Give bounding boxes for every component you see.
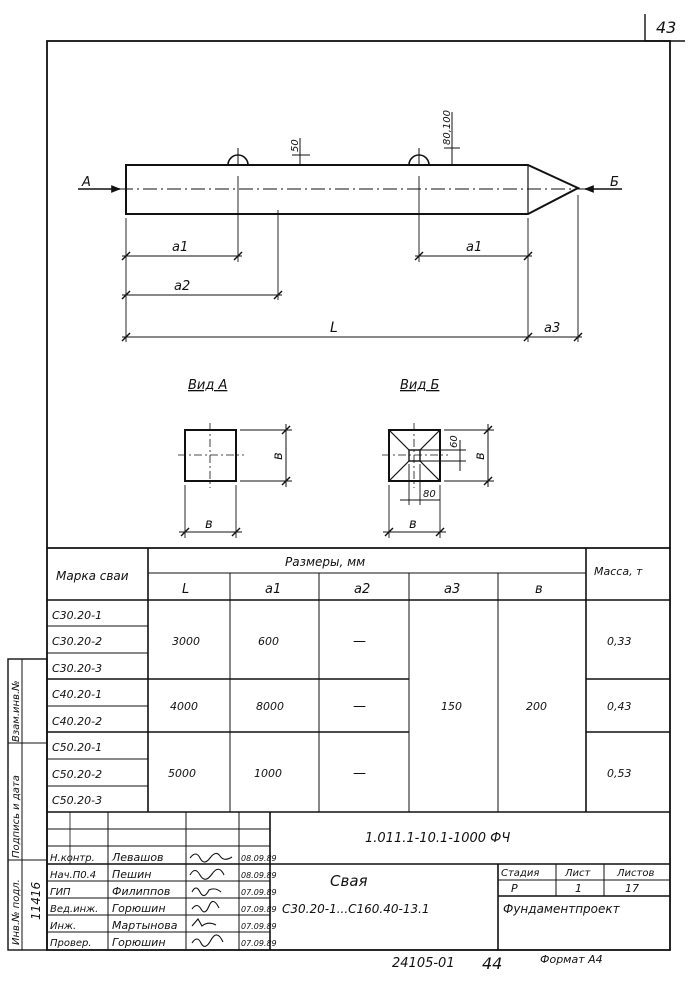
header-mark-line: Марка сваи bbox=[56, 569, 129, 583]
sheets-value: 17 bbox=[625, 882, 639, 895]
title-main: Свая bbox=[330, 872, 368, 890]
sheet-value: 1 bbox=[575, 882, 582, 895]
pile-side-view bbox=[78, 112, 622, 342]
cell-L: 5000 bbox=[168, 767, 196, 780]
header-a3: а3 bbox=[444, 582, 460, 597]
staff-name: Пешин bbox=[112, 868, 151, 881]
cell-a3: 150 bbox=[441, 700, 462, 713]
view-b-dim-side: в bbox=[473, 452, 488, 460]
header-a2: а2 bbox=[354, 582, 370, 597]
cell-L: 3000 bbox=[172, 635, 200, 648]
title-block-grid bbox=[47, 812, 670, 950]
sheet-label: Лист bbox=[564, 868, 592, 879]
staff-date: 07.09.89 bbox=[241, 939, 277, 948]
staff-date: 07.09.89 bbox=[241, 905, 277, 914]
view-b-title: Вид Б bbox=[400, 378, 439, 393]
staff-name: Горюшин bbox=[112, 902, 166, 915]
side-stamp-inv: Инв.№ подл. bbox=[11, 879, 22, 945]
mark-cell: С50.20-1 bbox=[52, 741, 102, 754]
mark-cell: С50.20-3 bbox=[52, 794, 102, 807]
staff-name: Филиппов bbox=[112, 885, 170, 898]
cell-L: 4000 bbox=[170, 700, 198, 713]
side-label-b: Б bbox=[610, 175, 619, 190]
dim-a3: а3 bbox=[544, 321, 560, 336]
view-b-dim-60: 60 bbox=[449, 435, 460, 448]
title-range: С30.20-1...С160.40-13.1 bbox=[282, 902, 430, 916]
side-label-a: А bbox=[81, 175, 91, 190]
side-stamp-podpis: Подпись и дата bbox=[11, 775, 22, 858]
mark-cell: С30.20-3 bbox=[52, 662, 102, 675]
staff-date: 08.09.89 bbox=[241, 871, 277, 880]
cell-a1: 1000 bbox=[254, 767, 282, 780]
organization: Фундаментпроект bbox=[503, 902, 621, 916]
dim-a1-right: а1 bbox=[466, 240, 482, 255]
view-b-dim-bottom: в bbox=[409, 517, 417, 532]
staff-role: Н.контр. bbox=[50, 853, 95, 864]
staff-date: 08.09.89 bbox=[241, 854, 277, 863]
staff-name: Левашов bbox=[111, 851, 164, 864]
pile-table-grid bbox=[47, 547, 670, 813]
cell-mass: 0,53 bbox=[607, 767, 632, 780]
page-number: 44 bbox=[482, 954, 502, 973]
staff-role: ГИП bbox=[50, 887, 71, 898]
dim-L: L bbox=[330, 320, 338, 336]
sheets-label: Листов bbox=[616, 868, 654, 879]
header-L: L bbox=[182, 582, 189, 597]
staff-name: Горюшин bbox=[112, 936, 166, 949]
staff-role: Провер. bbox=[50, 938, 92, 949]
mark-cell: С40.20-2 bbox=[52, 715, 102, 728]
view-b-dim-80: 80 bbox=[423, 489, 436, 500]
mark-cell: С40.20-1 bbox=[52, 688, 102, 701]
header-mass: Масса, т bbox=[594, 565, 643, 578]
view-a-section bbox=[178, 423, 292, 538]
view-a-title: Вид А bbox=[188, 378, 227, 393]
view-a-dim-side: в bbox=[271, 452, 286, 460]
header-a1: а1 bbox=[265, 582, 281, 597]
signature-marks bbox=[189, 852, 233, 947]
cell-a1: 8000 bbox=[256, 700, 284, 713]
staff-role: Нач.П0.4 bbox=[50, 870, 96, 881]
format-label: Формат А4 bbox=[540, 953, 603, 966]
cell-a1: 600 bbox=[258, 635, 279, 648]
sheet-number: 43 bbox=[656, 18, 676, 37]
mark-cell: С50.20-2 bbox=[52, 768, 102, 781]
dim-80-100: 80,100 bbox=[442, 110, 453, 145]
staff-date: 07.09.89 bbox=[241, 888, 277, 897]
dim-50: 50 bbox=[290, 139, 301, 152]
cell-v: 200 bbox=[526, 700, 547, 713]
staff-date: 07.09.89 bbox=[241, 922, 277, 931]
sheet-frame bbox=[46, 14, 685, 951]
staff-name: Мартынова bbox=[112, 919, 178, 932]
document-code: 1.011.1-10.1-1000 ФЧ bbox=[365, 831, 510, 846]
header-sizes: Размеры, мм bbox=[285, 555, 365, 569]
view-a-dim-bottom: в bbox=[205, 517, 213, 532]
view-b-section bbox=[382, 423, 494, 538]
cell-mass: 0,43 bbox=[607, 700, 632, 713]
mark-column: С30.20-1 С30.20-2 С30.20-3 С40.20-1 С40.… bbox=[52, 609, 102, 807]
group-rows: 3000 600 — 0,33 4000 8000 — 0,43 5000 10… bbox=[168, 634, 632, 781]
cell-mass: 0,33 bbox=[607, 635, 632, 648]
cell-a2: — bbox=[353, 634, 366, 649]
side-stamp-number: 11416 bbox=[29, 881, 43, 920]
cell-a2: — bbox=[353, 766, 366, 781]
cell-a2: — bbox=[353, 699, 366, 714]
staff-role: Вед.инж. bbox=[50, 904, 98, 915]
mark-cell: С30.20-1 bbox=[52, 609, 102, 622]
side-stamp-grid bbox=[7, 658, 48, 951]
header-v: в bbox=[535, 582, 543, 597]
stage-value: Р bbox=[511, 882, 518, 895]
dim-a1-left: а1 bbox=[172, 240, 188, 255]
staff-role: Инж. bbox=[50, 921, 76, 932]
staff-rows: Н.контр. Левашов 08.09.89 Нач.П0.4 Пешин… bbox=[50, 851, 277, 949]
dim-a2: а2 bbox=[174, 279, 190, 294]
archive-number: 24105-01 bbox=[392, 956, 455, 971]
side-stamp-vzam: Взам.инв.№ bbox=[11, 680, 22, 742]
stage-label: Стадия bbox=[501, 868, 539, 879]
mark-cell: С30.20-2 bbox=[52, 635, 102, 648]
